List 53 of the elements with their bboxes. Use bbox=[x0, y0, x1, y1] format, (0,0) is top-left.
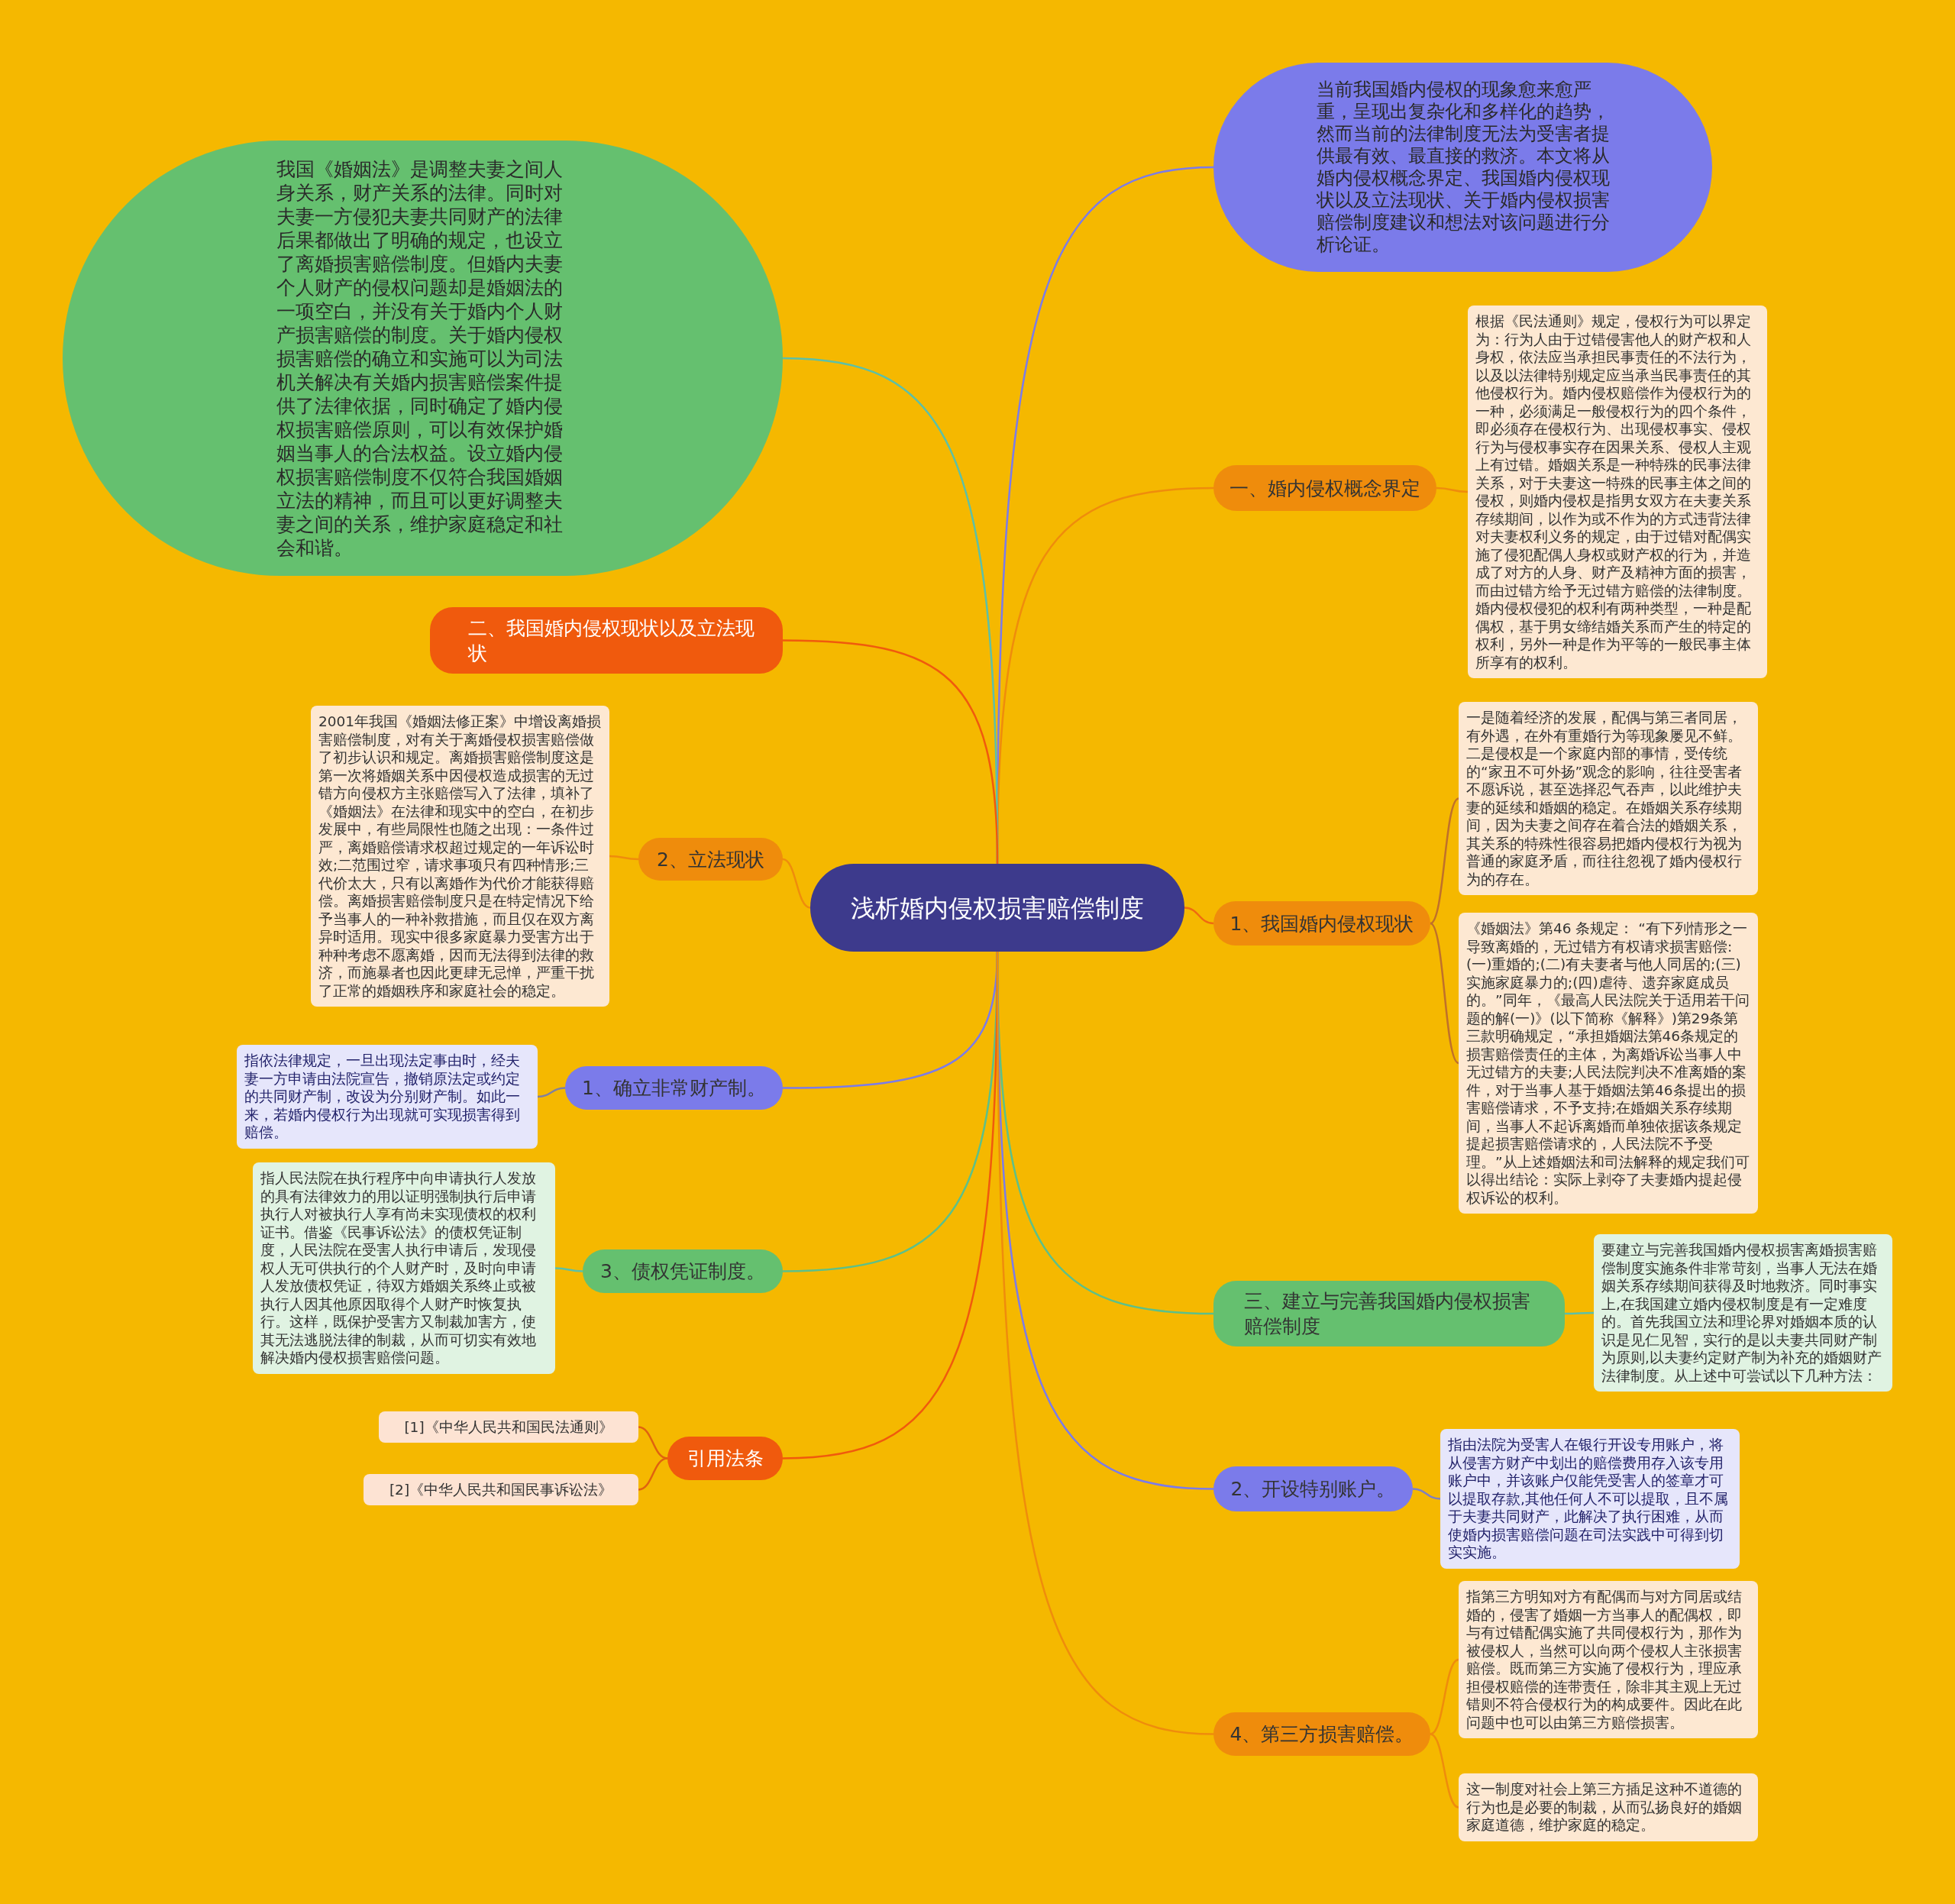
connector-line bbox=[782, 639, 999, 865]
connector-line bbox=[537, 1087, 566, 1098]
topic-label: 浅析婚内侵权损害赔偿制度 bbox=[851, 892, 1144, 924]
topic-label: [1]《中华人民共和国民法通则》 bbox=[404, 1417, 613, 1437]
note-card bbox=[1459, 1773, 1758, 1841]
note-text: 根据《民法通则》规定，侵权行为可以界定为：行为人由于过错侵害他人的财产权和人身权，依法应当承担民事责任的不法行为，以及以法律特别规定应当承当民事责任的其他侵权行为。婚内侵权赔偿作为侵权行为的一种，必须满足一般侵权行为的四个条件，即必须存在侵权行为、出现侵权事实、侵权行为与侵权事实存在因果关系、侵权人主观上有过错。婚姻关系是一种特殊的民事法律关系，对于夫妻这一特殊的民事主体之间的侵权，则婚内侵权是指男女双方在夫妻关系存续期间，以作为或不作为的方式违背法律对夫妻权利义务的规定，由于过错对配偶实施了侵犯配偶人身权或财产权的行为，并造成了对方的人身、财产及精神方面的损害，而由过错方给予无过错方赔偿的法律制度。婚内侵权侵犯的权利有两种类型，一种是配偶权，基于男女缔结婚关系而产生的特定的权利，另外一种是作为平等的一般民事主体所享有的权利。 bbox=[1475, 312, 1752, 671]
note-card bbox=[237, 1045, 538, 1149]
note-text: 指依法律规定，一旦出现法定事由时，经夫妻一方申请由法院宣告，撤销原法定或约定的共同财产制，改设为分别财产制。如此一来，若婚内侵权行为出现就可实现损害得到赔偿。 bbox=[244, 1052, 521, 1142]
topic-pill bbox=[1213, 1712, 1430, 1756]
note-text: 指第三方明知对方有配偶而与对方同居或结婚的，侵害了婚姻一方当事人的配偶权，即与有过错配偶实施了共同侵权行为，那作为被侵权人，当然可以向两个侵权人主张损害赔偿。既而第三方实施了侵权行为，理应承担侵权赔偿的连带责任，除非其主观上无过错则不符合侵权行为的构成要件。因此在此问题中也可以由第三方赔偿损害。 bbox=[1466, 1588, 1743, 1731]
reference-card bbox=[364, 1474, 638, 1505]
note-text: 当前我国婚内侵权的现象愈来愈严重，呈现出复杂化和多样化的趋势，然而当前的法律制度无法为受害者提供最有效、最直接的救济。本文将从婚内侵权概念界定、我国婚内侵权现状以及立法现状、关于婚内侵权损害赔偿制度建议和想法对该问题进行分析论证。 bbox=[1316, 79, 1610, 256]
note-text: 指由法院为受害人在银行开设专用账户，将从侵害方财产中划出的赔偿费用存入该专用账户中，并该账户仅能凭受害人的签章才可以提取存款,其他任何人不可以提取，且不属于夫妻共同财产，此解决了执行困难，从而使婚内损害赔偿问题在司法实践中可得到切实实施。 bbox=[1448, 1436, 1729, 1562]
topic-label: 2、开设特别账户。 bbox=[1230, 1477, 1396, 1502]
topic-label: 1、确立非常财产制。 bbox=[582, 1076, 766, 1101]
connector-line bbox=[996, 952, 1214, 1735]
reference-card bbox=[379, 1411, 638, 1443]
topic-label: 4、第三方损害赔偿。 bbox=[1230, 1722, 1414, 1747]
connector-line bbox=[638, 1457, 668, 1491]
connector-line bbox=[1565, 1311, 1594, 1315]
topic-label: 2、立法现状 bbox=[657, 847, 764, 872]
note-text: 要建立与完善我国婚内侵权损害离婚损害赔偿制度实施条件非常苛刻，当事人无法在婚姻关系存续期间获得及时地救济。同时事实上,在我国建立婚内侵权制度是有一定难度的。首先我国立法和理论界对婚姻本质的认识是见仁见智，实行的是以夫妻共同财产制为原则,以夫妻约定财产制为补充的婚姻财产法律制度。从上述中可尝试以下几种方法： bbox=[1601, 1241, 1882, 1385]
connector-line bbox=[1430, 923, 1459, 1064]
note-text: 这一制度对社会上第三方插足这种不道德的行为也是必要的制裁，从而弘扬良好的婚姻家庭道德，维护家庭的稳定。 bbox=[1466, 1780, 1743, 1834]
connector-line bbox=[1430, 797, 1459, 924]
connector-line bbox=[1430, 1733, 1459, 1809]
connector-line bbox=[554, 1267, 583, 1272]
connector-line bbox=[1412, 1488, 1441, 1500]
connector-line bbox=[782, 858, 811, 909]
connector-line bbox=[1436, 487, 1469, 493]
topic-pill bbox=[583, 1249, 783, 1293]
note-text: 《婚姻法》第46 条规定： “有下列情形之一导致离婚的，无过错方有权请求损害赔偿:(一)重婚的;(二)有夫妻者与他人同居的;(三)实施家庭暴力的;(四)虐待、遗弃家庭成员的。”同年，《最高人民法院关于适用若干问题的解(一)》(以下简称《解释》)第29条第三款明确规定，“承担婚姻法第46条规定的损害赔偿责任的主体，为离婚诉讼当事人中无过错方的夫妻;人民法院判决不准离婚的案件，对于当事人基于婚姻法第46条提出的损害赔偿请求，不予支持;在婚姻关系存续期间，当事人不起诉离婚而单独依据该条规定提起损害赔偿请求的，人民法院不予受理。”从上述婚姻法和司法解释的规定我们可以得出结论：实际上剥夺了夫妻婚内提起侵权诉讼的权利。 bbox=[1466, 920, 1750, 1207]
topic-pill bbox=[1213, 1281, 1565, 1346]
topic-pill bbox=[667, 1437, 783, 1480]
note-card bbox=[1459, 1581, 1758, 1738]
topic-label: 二、我国婚内侵权现状以及立法现状 bbox=[468, 616, 755, 666]
note-text: 指人民法院在执行程序中向申请执行人发放的具有法律效力的用以证明强制执行后申请执行人对被执行人享有尚未实现债权的权利证书。借鉴《民事诉讼法》的债权凭证制度，人民法院在受害人执行申请后，发现侵权人无可供执行的个人财产时，及时向申请人发放债权凭证，待双方婚姻关系终止或被执行人因其他原因取得个人财产时恢复执行。这样，既保护受害方又制裁加害方，使其无法逃脱法律的制裁，从而可切实有效地解决婚内侵权损害赔偿问题。 bbox=[260, 1169, 537, 1367]
connector-line bbox=[1430, 1658, 1459, 1735]
topic-label: [2]《中华人民共和国民事诉讼法》 bbox=[389, 1480, 613, 1499]
topic-pill bbox=[565, 1066, 783, 1110]
note-card bbox=[1440, 1429, 1740, 1569]
note-text: 我国《婚姻法》是调整夫妻之间人身关系，财产关系的法律。同时对夫妻一方侵犯夫妻共同财产的法律后果都做出了明确的规定，也设立了离婚损害赔偿制度。但婚内夫妻个人财产的侵权问题却是婚姻法的一项空白，并没有关于婚内个人财产损害赔偿的制度。关于婚内侵权损害赔偿的确立和实施可以为司法机关解决有关婚内损害赔偿案件提供了法律依据，同时确定了婚内侵权损害赔偿原则，可以有效保护婚姻当事人的合法权益。设立婚内侵权损害赔偿制度不仅符合我国婚姻立法的精神，而且可以更好调整夫妻之间的关系，维护家庭稳定和社会和谐。 bbox=[276, 157, 564, 560]
connector-line bbox=[638, 1426, 668, 1460]
note-text: 2001年我国《婚姻法修正案》中增设离婚损害赔偿制度，对有关于离婚侵权损害赔偿做了初步认识和规定。离婚损害赔偿制度这是第一次将婚姻关系中因侵权造成损害的无过错方向侵权方主张赔偿写入了法律，填补了《婚姻法》在法律和现实中的空白，在初步发展中，有些局限性也随之出现：一条件过严，离婚赔偿请求权超过规定的一年诉讼时效;二范围过窄，请求事项只有四种情形;三代价太大，只有以离婚作为代价才能获得赔偿。离婚损害赔偿制度只是在特定情况下给予当事人的一种补救措施，而且仅在双方离异时适用。现实中很多家庭暴力受害方出于种种考虑不愿离婚，因而无法得到法律的救济，而施暴者也因此更肆无忌惮，严重干扰了正常的婚姻秩序和家庭社会的稳定。 bbox=[318, 713, 602, 1000]
connector-line bbox=[609, 855, 639, 861]
connector-line bbox=[1184, 907, 1214, 925]
note-text: 一是随着经济的发展，配偶与第三者同居，有外遇，在外有重婚行为等现象屡见不鲜。二是侵权是一个家庭内部的事情，受传统的“家丑不可外扬”观念的影响，往往受害者不愿诉说，甚至选择忍气吞声，以此维护夫妻的延续和婚姻的稳定。在婚姻关系存续期间，因为夫妻之间存在着合法的婚姻关系，其关系的特殊性很容易把婚内侵权行为视为普通的家庭矛盾，而往往忽视了婚内侵权行为的存在。 bbox=[1466, 709, 1743, 888]
topic-label: 一、婚内侵权概念界定 bbox=[1230, 476, 1420, 501]
topic-label: 1、我国婚内侵权现状 bbox=[1230, 911, 1414, 936]
topic-label: 三、建立与完善我国婚内侵权损害赔偿制度 bbox=[1244, 1289, 1531, 1339]
topic-pill bbox=[430, 607, 783, 674]
topic-label: 引用法条 bbox=[687, 1447, 764, 1471]
topic-label: 3、债权凭证制度。 bbox=[600, 1259, 765, 1284]
